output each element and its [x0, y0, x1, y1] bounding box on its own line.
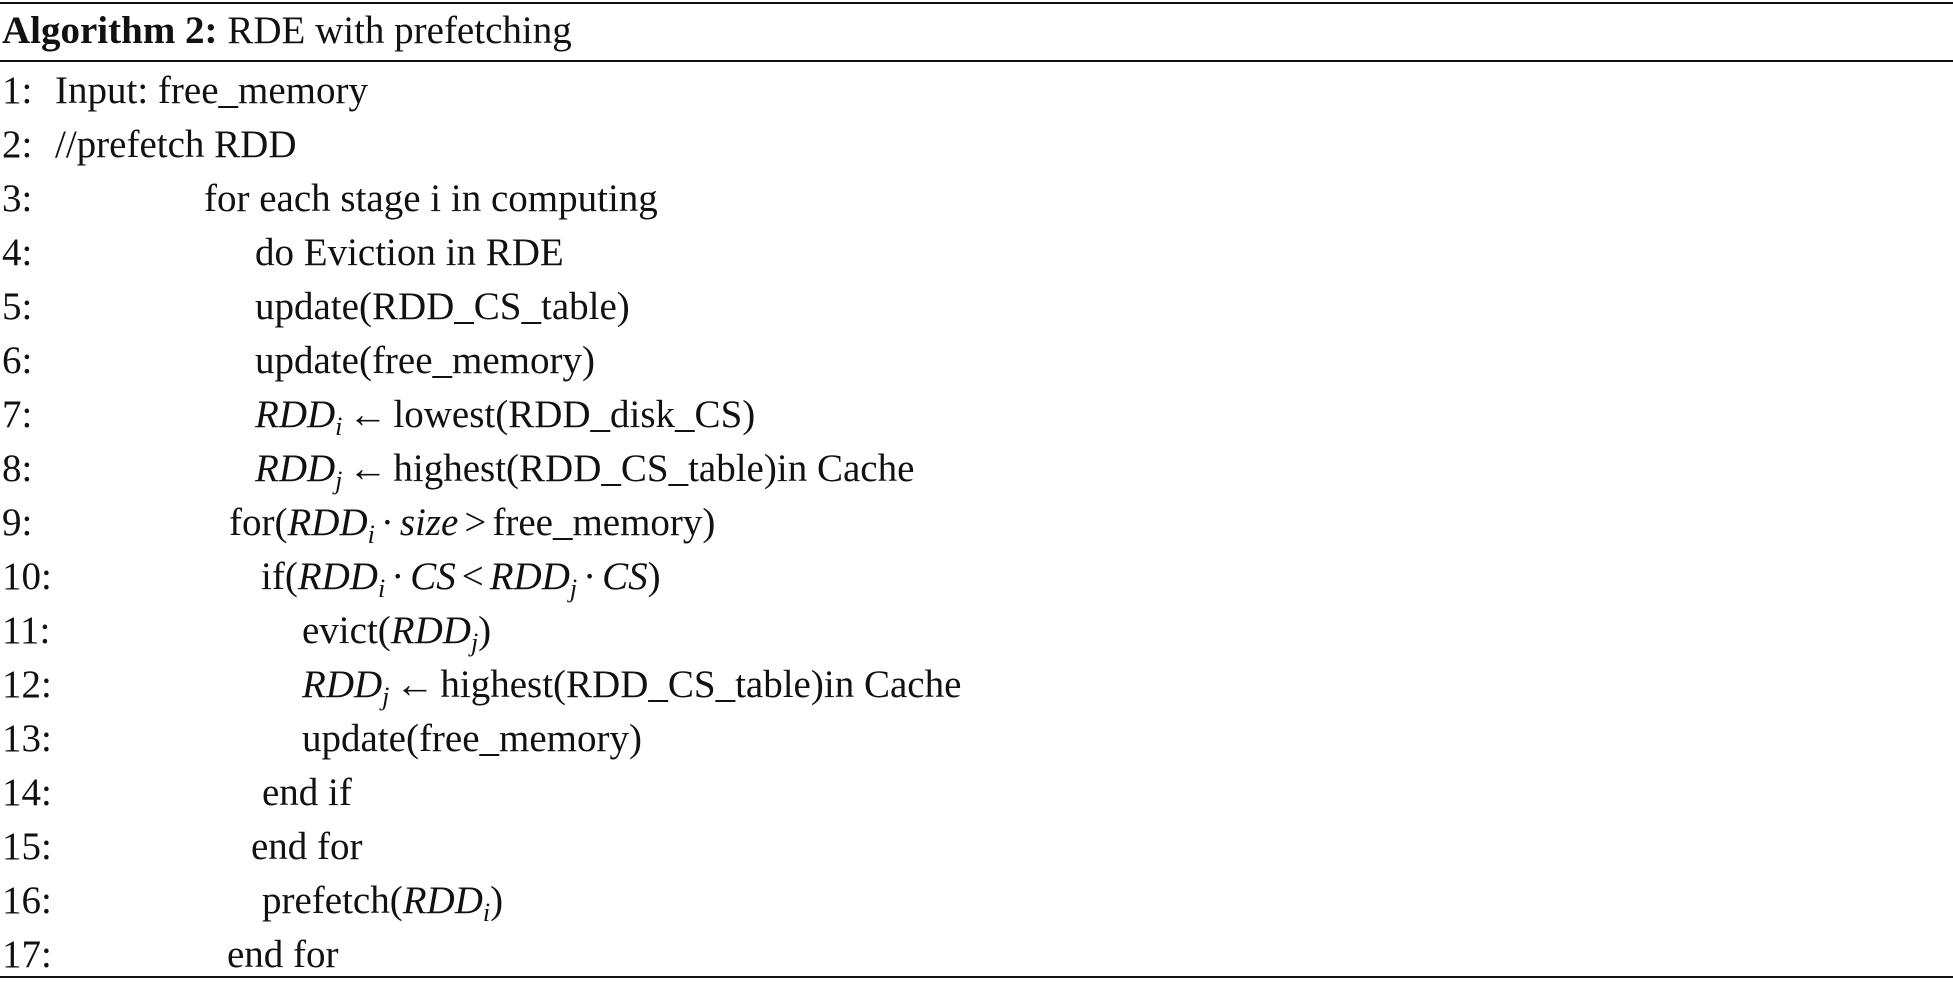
- assign-arrow: ←: [348, 393, 388, 436]
- dot-operator: ·: [391, 555, 405, 598]
- line-number: 5:: [2, 285, 33, 328]
- algorithm-line-4: 4: do Eviction in RDE: [0, 226, 1953, 280]
- line-code: for(RDDi·size>free_memory): [229, 496, 715, 550]
- algorithm-line-11: 11: evict(RDDj): [0, 604, 1953, 658]
- dot-operator: ·: [380, 501, 394, 544]
- algorithm-label: Algorithm 2:: [2, 9, 218, 52]
- rdd-subscript: i: [335, 412, 343, 441]
- line-rest: highest(RDD_CS_table)in Cache: [393, 447, 915, 490]
- line-rest: free_memory): [492, 501, 716, 544]
- algorithm-line-15: 15: end for: [0, 820, 1953, 874]
- line-code: end for: [251, 825, 363, 868]
- line-number: 17:: [2, 933, 52, 976]
- line-number: 1:: [2, 69, 33, 112]
- rdd-variable-2: RDD: [489, 555, 570, 598]
- line-code: end for: [227, 933, 339, 976]
- line-number: 13:: [2, 717, 52, 760]
- line-suffix: ): [647, 555, 661, 598]
- line-code: update(free_memory): [255, 339, 595, 382]
- line-code: end if: [262, 771, 352, 814]
- line-code: Input: free_memory: [55, 69, 368, 112]
- rdd-variable: RDD: [287, 501, 368, 544]
- algorithm-name: RDE with prefetching: [227, 9, 572, 52]
- line-code: do Eviction in RDE: [255, 231, 564, 274]
- line-number: 15:: [2, 825, 52, 868]
- rdd-subscript: i: [377, 574, 386, 603]
- line-code: RDDi←lowest(RDD_disk_CS): [255, 388, 755, 442]
- rdd-variable: RDD: [402, 879, 483, 922]
- rdd-subscript: i: [482, 898, 491, 927]
- rdd-field: size: [399, 501, 459, 544]
- assign-arrow: ←: [348, 447, 388, 490]
- line-rest: lowest(RDD_disk_CS): [393, 393, 756, 436]
- line-code: RDDj←highest(RDD_CS_table)in Cache: [255, 442, 914, 496]
- line-number: 16:: [2, 879, 52, 922]
- line-rest: highest(RDD_CS_table)in Cache: [440, 663, 962, 706]
- top-rule: [0, 2, 1953, 4]
- rdd-subscript-2: j: [569, 574, 578, 603]
- line-number: 9:: [2, 501, 33, 544]
- line-suffix: ): [478, 609, 492, 652]
- line-code: for each stage i in computing: [204, 177, 658, 220]
- rdd-subscript: i: [367, 520, 375, 549]
- line-number: 3:: [2, 177, 33, 220]
- line-number: 10:: [2, 555, 52, 598]
- algorithm-line-10: 10: if(RDDi·CS<RDDj·CS): [0, 550, 1953, 604]
- rdd-field: CS: [410, 555, 456, 598]
- line-code: evict(RDDj): [302, 604, 491, 658]
- line-number: 6:: [2, 339, 33, 382]
- line-code: prefetch(RDDi): [262, 874, 503, 928]
- algorithm-line-7: 7: RDDi←lowest(RDD_disk_CS): [0, 388, 1953, 442]
- line-number: 14:: [2, 771, 52, 814]
- algorithm-title: Algorithm 2: RDE with prefetching: [2, 3, 572, 59]
- line-prefix: for(: [229, 501, 288, 544]
- algorithm-line-13: 13: update(free_memory): [0, 712, 1953, 766]
- header-rule: [0, 60, 1953, 62]
- rdd-variable: RDD: [255, 393, 336, 436]
- line-prefix: if(: [261, 555, 298, 598]
- algorithm-line-2: 2: //prefetch RDD: [0, 118, 1953, 172]
- compare-operator: <: [461, 555, 484, 598]
- line-number: 7:: [2, 393, 33, 436]
- rdd-subscript: j: [335, 466, 343, 495]
- line-number: 2:: [2, 123, 33, 166]
- line-number: 8:: [2, 447, 33, 490]
- algorithm-line-6: 6: update(free_memory): [0, 334, 1953, 388]
- rdd-variable: RDD: [255, 447, 336, 490]
- algorithm-line-5: 5: update(RDD_CS_table): [0, 280, 1953, 334]
- line-number: 12:: [2, 663, 52, 706]
- bottom-rule: [0, 976, 1953, 978]
- assign-arrow: ←: [395, 663, 435, 706]
- rdd-subscript: j: [470, 628, 479, 657]
- algorithm-line-12: 12: RDDj←highest(RDD_CS_table)in Cache: [0, 658, 1953, 712]
- rdd-field-2: CS: [602, 555, 648, 598]
- line-code: update(RDD_CS_table): [255, 285, 630, 328]
- line-suffix: ): [490, 879, 504, 922]
- line-number: 4:: [2, 231, 33, 274]
- algorithm-line-9: 9: for(RDDi·size>free_memory): [0, 496, 1953, 550]
- dot-operator-2: ·: [583, 555, 597, 598]
- algorithm-line-3: 3: for each stage i in computing: [0, 172, 1953, 226]
- rdd-subscript: j: [382, 682, 390, 711]
- line-prefix: evict(: [302, 609, 391, 652]
- algorithm-line-17: 17: end for: [0, 928, 1953, 982]
- algorithm-lines: 1: Input: free_memory 2: //prefetch RDD …: [0, 64, 1953, 982]
- line-code: if(RDDi·CS<RDDj·CS): [261, 550, 661, 604]
- compare-operator: >: [464, 501, 487, 544]
- algorithm-line-16: 16: prefetch(RDDi): [0, 874, 1953, 928]
- algorithm-line-1: 1: Input: free_memory: [0, 64, 1953, 118]
- line-code: RDDj←highest(RDD_CS_table)in Cache: [302, 658, 961, 712]
- algorithm-line-8: 8: RDDj←highest(RDD_CS_table)in Cache: [0, 442, 1953, 496]
- line-number: 11:: [2, 609, 51, 652]
- rdd-variable: RDD: [390, 609, 471, 652]
- rdd-variable: RDD: [302, 663, 383, 706]
- line-code: //prefetch RDD: [55, 123, 297, 166]
- line-prefix: prefetch(: [262, 879, 403, 922]
- line-code: update(free_memory): [302, 717, 642, 760]
- algorithm-line-14: 14: end if: [0, 766, 1953, 820]
- rdd-variable: RDD: [297, 555, 378, 598]
